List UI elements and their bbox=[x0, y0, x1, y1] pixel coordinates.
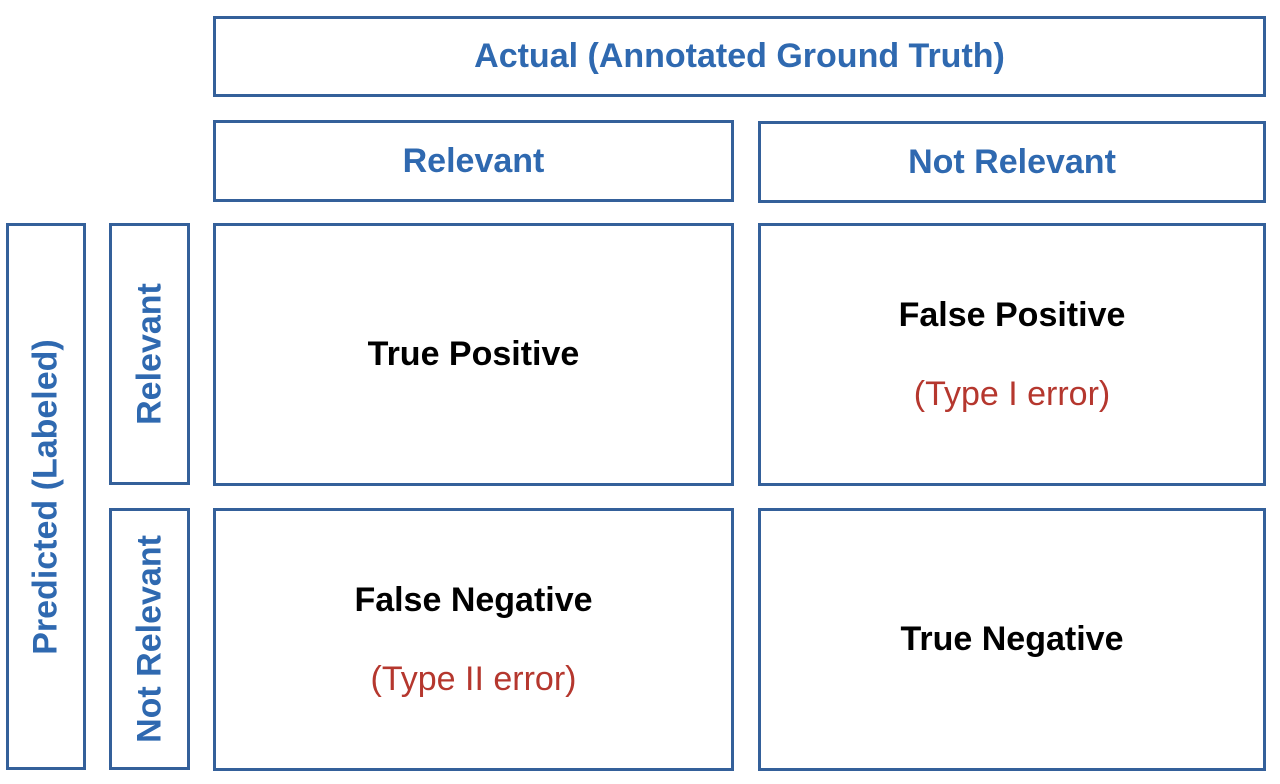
cell-false-negative: False Negative (Type II error) bbox=[213, 508, 734, 771]
true-negative-label: True Negative bbox=[900, 620, 1124, 658]
cell-false-positive: False Positive (Type I error) bbox=[758, 223, 1266, 486]
row-header-not-relevant-label: Not Relevant bbox=[130, 535, 168, 743]
column-header-relevant: Relevant bbox=[213, 120, 734, 202]
column-header-not-relevant-label: Not Relevant bbox=[908, 142, 1116, 181]
predicted-header-label: Predicted (Labeled) bbox=[26, 338, 65, 655]
cell-true-negative: True Negative bbox=[758, 508, 1266, 771]
cell-true-positive: True Positive bbox=[213, 223, 734, 486]
type-ii-error-label: (Type II error) bbox=[370, 659, 577, 698]
false-positive-label: False Positive bbox=[898, 295, 1126, 334]
column-header-not-relevant: Not Relevant bbox=[758, 121, 1266, 203]
row-header-relevant: Relevant bbox=[109, 223, 190, 485]
column-header-relevant-label: Relevant bbox=[402, 141, 545, 180]
type-i-error-label: (Type I error) bbox=[913, 374, 1111, 413]
actual-header-label: Actual (Annotated Ground Truth) bbox=[474, 37, 1005, 75]
row-header-not-relevant: Not Relevant bbox=[109, 508, 190, 770]
false-negative-label: False Negative bbox=[354, 580, 593, 619]
row-header-relevant-label: Relevant bbox=[130, 283, 168, 425]
true-positive-label: True Positive bbox=[367, 335, 580, 373]
actual-header-box: Actual (Annotated Ground Truth) bbox=[213, 16, 1266, 97]
predicted-header-box: Predicted (Labeled) bbox=[6, 223, 86, 770]
